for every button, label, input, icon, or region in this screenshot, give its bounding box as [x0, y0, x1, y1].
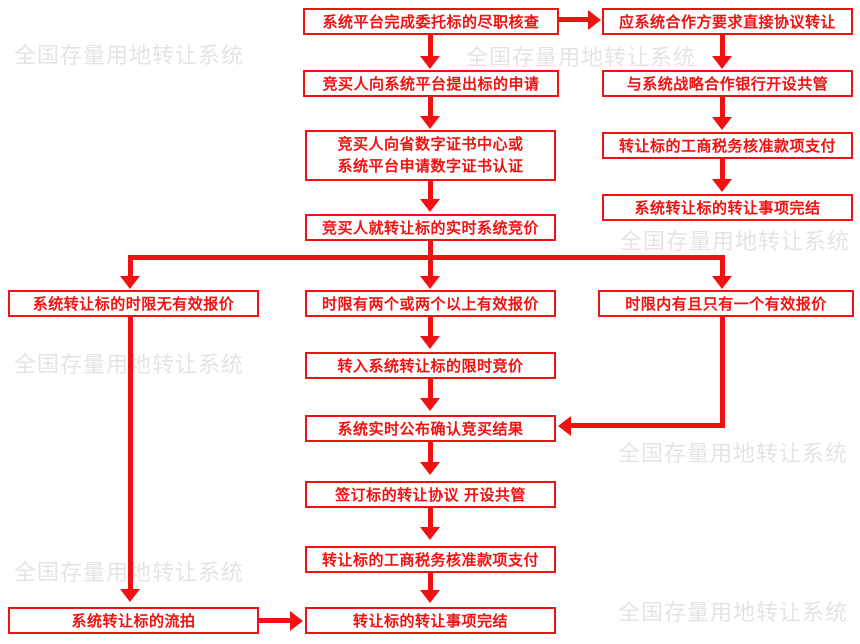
node-tax-payment-right: 转让标的工商税务核准款项支付: [602, 132, 853, 159]
watermark-text: 全国存量用地转让系统: [618, 600, 849, 625]
node-sign-agreement: 签订标的转让协议 开设共管: [305, 481, 556, 508]
watermark-text: 全国存量用地转让系统: [14, 43, 245, 68]
node-auction-failed: 系统转让标的流拍: [8, 607, 259, 634]
node-digital-certificate: 竞买人向省数字证书中心或 系统平台申请数字证书认证: [305, 130, 556, 181]
watermark-text: 全国存量用地转让系统: [618, 441, 849, 466]
watermark-text: 全国存量用地转让系统: [620, 229, 851, 254]
node-realtime-bidding: 竞买人就转让标的实时系统竞价: [305, 214, 556, 241]
node-digital-certificate-line2: 系统平台申请数字证书认证: [337, 157, 524, 175]
watermark-text: 全国存量用地转让系统: [466, 45, 697, 70]
node-transfer-complete-center: 转让标的转让事项完结: [305, 607, 556, 634]
node-multiple-valid-bids: 时限有两个或两个以上有效报价: [305, 290, 556, 317]
node-direct-agreement-transfer: 应系统合作方要求直接协议转让: [602, 8, 853, 35]
node-timed-bidding: 转入系统转让标的限时竞价: [305, 352, 556, 379]
node-single-valid-bid: 时限内有且只有一个有效报价: [598, 290, 854, 317]
node-joint-account-bank: 与系统战略合作银行开设共管: [602, 70, 853, 97]
node-tax-payment-center: 转让标的工商税务核准款项支付: [305, 546, 556, 573]
node-digital-certificate-line1: 竞买人向省数字证书中心或: [337, 135, 524, 153]
node-announce-result: 系统实时公布确认竞买结果: [305, 415, 556, 442]
node-due-diligence: 系统平台完成委托标的尽职核查: [303, 8, 559, 35]
node-transfer-complete-right: 系统转让标的转让事项完结: [602, 194, 853, 221]
node-bid-application: 竞买人向系统平台提出标的申请: [303, 70, 559, 97]
node-no-valid-bid: 系统转让标的时限无有效报价: [8, 290, 259, 317]
